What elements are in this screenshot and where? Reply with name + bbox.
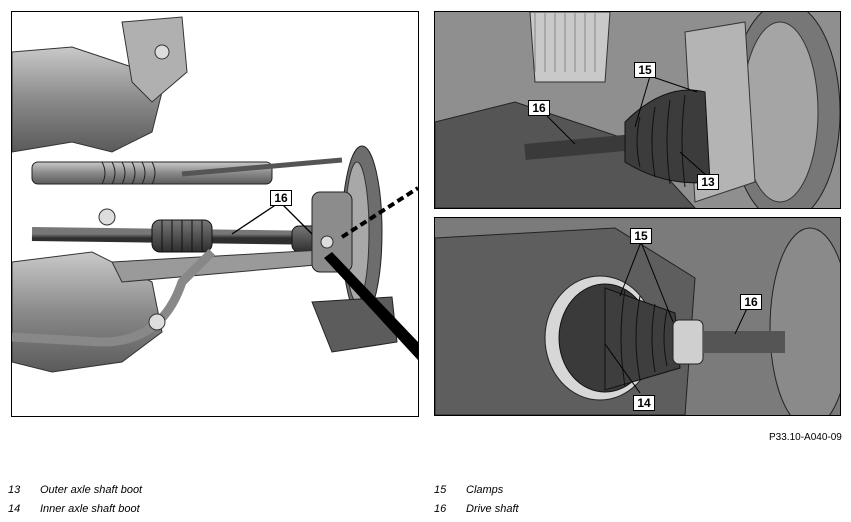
legend-item: 13 Outer axle shaft boot (8, 484, 142, 496)
callout-13: 13 (697, 174, 719, 190)
overview-panel: 16 (11, 11, 419, 417)
callout-14: 14 (633, 395, 655, 411)
legend-item: 15 Clamps (434, 484, 503, 496)
legend-number: 13 (8, 484, 21, 496)
outer-boot-illustration (435, 12, 840, 208)
legend-text: Inner axle shaft boot (40, 503, 140, 515)
figure-reference: P33.10-A040-09 (769, 432, 842, 443)
callout-15: 15 (634, 62, 656, 78)
legend-text: Outer axle shaft boot (40, 484, 143, 496)
callout-16: 16 (270, 190, 292, 206)
legend-number: 15 (434, 484, 447, 496)
legend-text: Drive shaft (466, 503, 519, 515)
callout-15: 15 (630, 228, 652, 244)
legend-item: 16 Drive shaft (434, 503, 519, 515)
legend-number: 14 (8, 503, 21, 515)
outer-boot-detail-panel: 15 16 13 (434, 11, 841, 209)
legend-text: Clamps (466, 484, 504, 496)
callout-16: 16 (740, 294, 762, 310)
inner-boot-detail-panel: 15 16 14 (434, 217, 841, 416)
legend-number: 16 (434, 503, 447, 515)
callout-16: 16 (528, 100, 550, 116)
inner-boot-illustration (435, 218, 840, 415)
legend-item: 14 Inner axle shaft boot (8, 503, 140, 515)
front-axle-illustration (12, 16, 418, 373)
